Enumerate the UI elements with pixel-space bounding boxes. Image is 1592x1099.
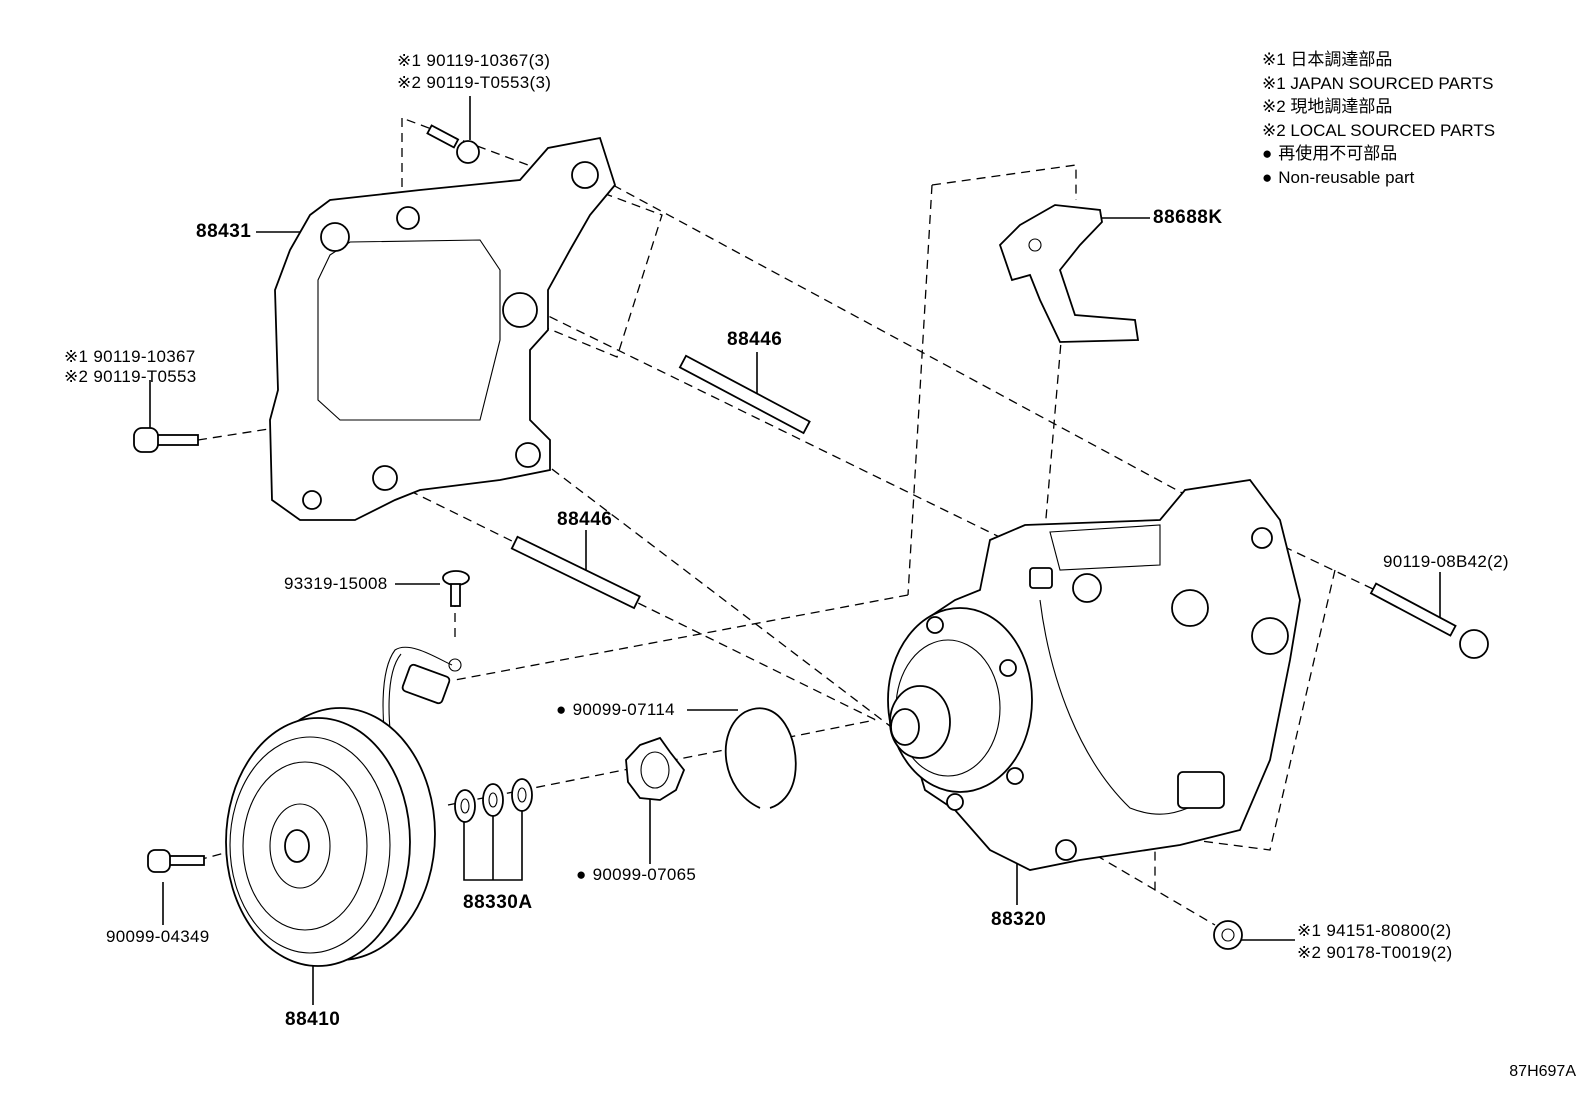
legend-line-local-en: ※2 LOCAL SOURCED PARTS xyxy=(1262,120,1496,140)
non-reusable-icon xyxy=(576,865,593,884)
bolt-clutch xyxy=(147,849,205,873)
stud-upper-label: 88446 xyxy=(727,329,783,350)
legend-line-nonreusable-jp: 再使用不可部品 xyxy=(1262,142,1495,166)
bolt-clutch-label: 90099-04349 xyxy=(106,927,210,946)
bolt-left-label-2: ※2 90119-T0553 xyxy=(64,367,197,386)
screw xyxy=(442,570,470,607)
non-reusable-icon xyxy=(556,700,573,719)
lock-washer-label: 90099-07065 xyxy=(576,865,697,884)
legend-nonreusable-en-text: Non-reusable part xyxy=(1278,167,1415,187)
wire-clip xyxy=(998,204,1140,343)
stud-lower xyxy=(510,535,641,610)
bolt-top-label-2: ※2 90119-T0553(3) xyxy=(397,73,552,92)
pulley-label: 88410 xyxy=(285,1009,341,1030)
screw-label: 93319-15008 xyxy=(284,574,388,593)
bolt-top xyxy=(426,124,480,164)
bolt-left xyxy=(133,427,199,453)
nut xyxy=(1213,920,1243,950)
compressor xyxy=(887,479,1301,871)
snap-ring xyxy=(724,707,797,809)
lock-washer xyxy=(625,736,686,801)
bolt-right xyxy=(1369,582,1489,659)
shims xyxy=(454,778,533,823)
clip-label: 88688K xyxy=(1153,207,1223,228)
non-reusable-icon xyxy=(1262,168,1278,187)
legend-nonreusable-jp-text: 再使用不可部品 xyxy=(1278,144,1398,163)
legend-line-nonreusable-en: Non-reusable part xyxy=(1262,166,1495,190)
snap-ring-label: 90099-07114 xyxy=(556,700,675,719)
stud-upper xyxy=(678,354,811,435)
snap-ring-number: 90099-07114 xyxy=(572,700,675,719)
legend-line-japan-jp: ※1 日本調達部品 xyxy=(1262,50,1393,69)
figure-id: 87H697A xyxy=(1509,1063,1576,1080)
clutch-pulley xyxy=(225,707,436,967)
legend: ※1 日本調達部品 ※1 JAPAN SOURCED PARTS ※2 現地調達… xyxy=(1262,48,1495,189)
stud-lower-label: 88446 xyxy=(557,509,613,530)
compressor-bracket xyxy=(269,136,617,521)
shims-label: 88330A xyxy=(463,892,533,913)
bolt-top-label-1: ※1 90119-10367(3) xyxy=(397,51,551,70)
compressor-label: 88320 xyxy=(991,909,1047,930)
non-reusable-icon xyxy=(1262,144,1278,163)
lock-washer-number: 90099-07065 xyxy=(592,865,697,884)
bolt-left-label-1: ※1 90119-10367 xyxy=(64,347,196,366)
legend-line-japan-en: ※1 JAPAN SOURCED PARTS xyxy=(1262,73,1494,93)
nut-label-2: ※2 90178-T0019(2) xyxy=(1297,943,1453,962)
legend-line-local-jp: ※2 現地調達部品 xyxy=(1262,97,1393,116)
bolt-right-label: 90119-08B42(2) xyxy=(1383,552,1509,571)
nut-label-1: ※1 94151-80800(2) xyxy=(1297,921,1452,940)
bracket-label: 88431 xyxy=(196,221,252,242)
